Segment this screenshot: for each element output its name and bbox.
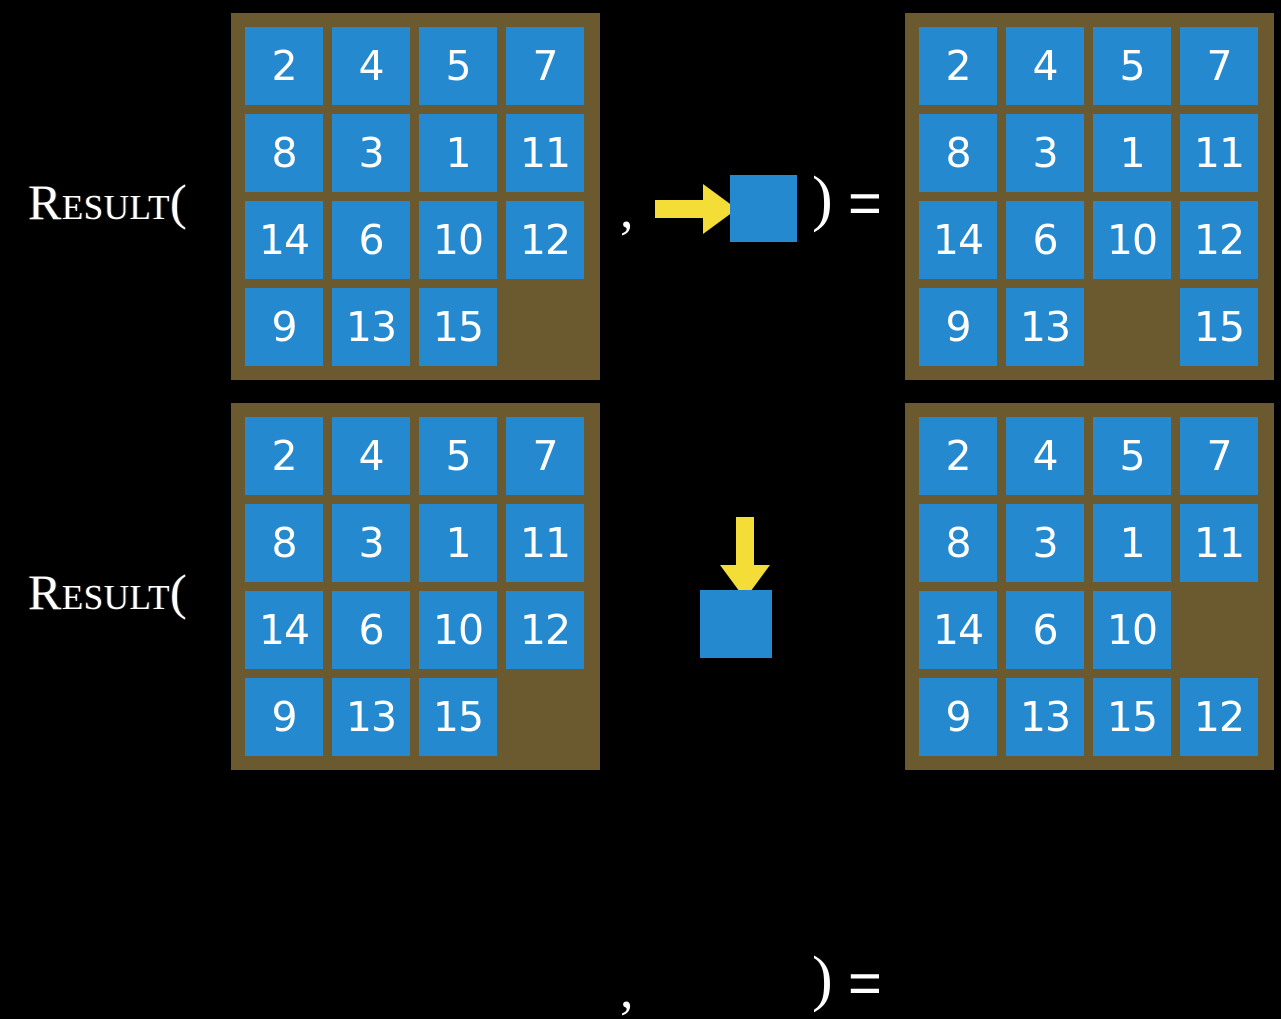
tile[interactable]: 13 (1006, 678, 1084, 756)
tile[interactable]: 4 (332, 27, 410, 105)
equals-sign-row-1: = (848, 171, 882, 236)
tile[interactable]: 14 (245, 591, 323, 669)
equation-row-1: Result( 2 4 5 7 8 3 1 11 14 6 10 12 9 13… (0, 0, 1281, 390)
tile[interactable]: 4 (332, 417, 410, 495)
tile[interactable]: 11 (1180, 504, 1258, 582)
empty-slot[interactable] (1093, 288, 1171, 366)
tile[interactable]: 8 (919, 504, 997, 582)
tile[interactable]: 8 (245, 504, 323, 582)
tile[interactable]: 11 (506, 504, 584, 582)
tile[interactable]: 7 (1180, 27, 1258, 105)
tile[interactable]: 15 (419, 288, 497, 366)
tile[interactable]: 15 (1180, 288, 1258, 366)
tile[interactable]: 4 (1006, 27, 1084, 105)
arrow-right-icon (655, 184, 737, 234)
tile[interactable]: 1 (1093, 504, 1171, 582)
result-label-row-2: Result( (28, 564, 188, 620)
tile[interactable]: 9 (919, 678, 997, 756)
tile[interactable]: 7 (506, 27, 584, 105)
arrow-down-icon (720, 517, 770, 599)
output-grid-row-2: 2 4 5 7 8 3 1 11 14 6 10 9 13 15 12 (919, 417, 1260, 756)
comma-separator-row-1: , (620, 179, 634, 239)
tile[interactable]: 2 (919, 27, 997, 105)
tile[interactable]: 6 (332, 591, 410, 669)
tile[interactable]: 10 (1093, 201, 1171, 279)
tile[interactable]: 13 (332, 678, 410, 756)
tile[interactable]: 4 (1006, 417, 1084, 495)
tile[interactable]: 5 (1093, 417, 1171, 495)
empty-slot[interactable] (506, 678, 584, 756)
comma-separator-row-2: , (620, 959, 634, 1019)
empty-slot[interactable] (506, 288, 584, 366)
output-grid-row-1: 2 4 5 7 8 3 1 11 14 6 10 12 9 13 15 (919, 27, 1260, 366)
tile[interactable]: 3 (332, 504, 410, 582)
tile[interactable]: 12 (506, 201, 584, 279)
tile[interactable]: 2 (245, 27, 323, 105)
empty-slot[interactable] (1180, 591, 1258, 669)
paren-close-row-2: ) (812, 945, 833, 1013)
tile[interactable]: 5 (1093, 27, 1171, 105)
equals-sign-row-2: = (848, 951, 882, 1016)
tile[interactable]: 14 (919, 201, 997, 279)
tile[interactable]: 6 (1006, 591, 1084, 669)
tile[interactable]: 12 (506, 591, 584, 669)
tile[interactable]: 12 (1180, 678, 1258, 756)
tile[interactable]: 7 (506, 417, 584, 495)
tile[interactable]: 10 (419, 591, 497, 669)
tile[interactable]: 1 (1093, 114, 1171, 192)
input-board-row-1: 2 4 5 7 8 3 1 11 14 6 10 12 9 13 15 (231, 13, 600, 380)
tile[interactable]: 8 (245, 114, 323, 192)
tile[interactable]: 5 (419, 417, 497, 495)
result-label-row-1: Result( (28, 174, 188, 230)
tile[interactable]: 6 (332, 201, 410, 279)
input-grid-row-1: 2 4 5 7 8 3 1 11 14 6 10 12 9 13 15 (245, 27, 586, 366)
tile[interactable]: 1 (419, 504, 497, 582)
input-grid-row-2: 2 4 5 7 8 3 1 11 14 6 10 12 9 13 15 (245, 417, 586, 756)
tile[interactable]: 5 (419, 27, 497, 105)
tile[interactable]: 1 (419, 114, 497, 192)
tile[interactable]: 2 (245, 417, 323, 495)
equation-row-2: Result( 2 4 5 7 8 3 1 11 14 6 10 12 9 13… (0, 390, 1281, 1016)
tile[interactable]: 15 (419, 678, 497, 756)
tile[interactable]: 12 (1180, 201, 1258, 279)
tile[interactable]: 14 (245, 201, 323, 279)
tile[interactable]: 6 (1006, 201, 1084, 279)
output-board-row-2: 2 4 5 7 8 3 1 11 14 6 10 9 13 15 12 (905, 403, 1274, 770)
tile[interactable]: 11 (506, 114, 584, 192)
tile[interactable]: 15 (1093, 678, 1171, 756)
tile[interactable]: 2 (919, 417, 997, 495)
tile[interactable]: 9 (245, 678, 323, 756)
tile[interactable]: 9 (919, 288, 997, 366)
tile[interactable]: 9 (245, 288, 323, 366)
tile[interactable]: 14 (919, 591, 997, 669)
action-tile-row-2[interactable] (700, 590, 772, 658)
tile[interactable]: 3 (1006, 504, 1084, 582)
action-tile-row-1[interactable] (730, 175, 797, 242)
tile[interactable]: 8 (919, 114, 997, 192)
output-board-row-1: 2 4 5 7 8 3 1 11 14 6 10 12 9 13 15 (905, 13, 1274, 380)
tile[interactable]: 10 (419, 201, 497, 279)
tile[interactable]: 3 (332, 114, 410, 192)
input-board-row-2: 2 4 5 7 8 3 1 11 14 6 10 12 9 13 15 (231, 403, 600, 770)
tile[interactable]: 11 (1180, 114, 1258, 192)
tile[interactable]: 13 (332, 288, 410, 366)
paren-close-row-1: ) (812, 165, 833, 233)
tile[interactable]: 10 (1093, 591, 1171, 669)
tile[interactable]: 7 (1180, 417, 1258, 495)
tile[interactable]: 13 (1006, 288, 1084, 366)
tile[interactable]: 3 (1006, 114, 1084, 192)
